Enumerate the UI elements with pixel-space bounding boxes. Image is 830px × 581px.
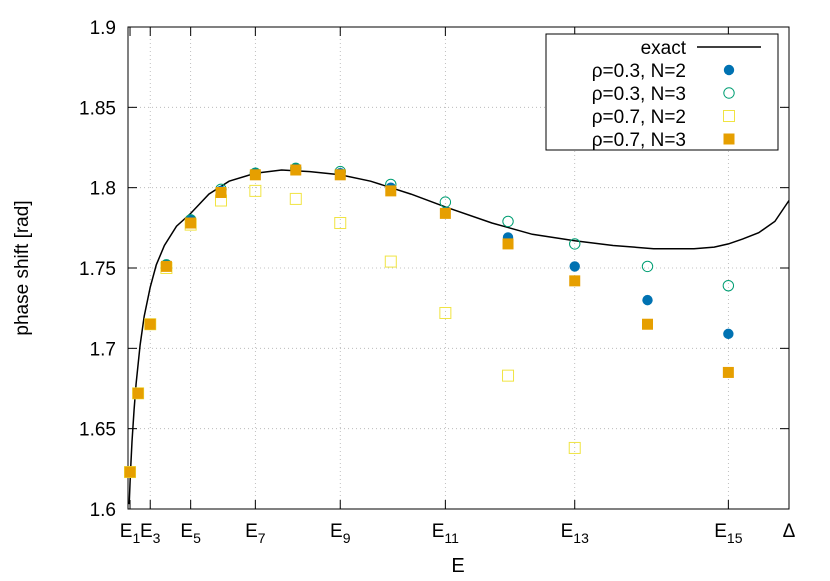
data-point [723,87,735,99]
legend-label: ρ=0.7, N=3 [592,130,686,151]
x-tick-label: E9 [330,521,351,546]
data-point [132,387,144,399]
series-layer [124,162,790,505]
x-tick-label: E7 [245,521,266,546]
y-tick-label: 1.7 [90,339,116,360]
x-tick-label: Δ [783,521,796,542]
data-point [124,466,136,478]
data-point [215,186,227,198]
data-point [723,64,735,76]
x-tick-label: E1 [120,521,141,546]
x-tick-label: E15 [714,521,742,546]
data-point [569,275,581,287]
x-tick-label: E5 [180,521,201,546]
series-4 [124,164,734,478]
data-point [723,110,735,122]
y-tick-label: 1.75 [79,259,116,280]
y-tick-label: 1.65 [79,420,116,441]
data-point [723,328,734,340]
legend-label: ρ=0.3, N=2 [592,61,686,82]
data-point [569,238,581,250]
data-point [502,369,515,382]
y-tick-label: 1.9 [90,18,116,39]
data-point [641,260,654,273]
data-point [144,318,156,330]
data-point [384,255,397,268]
data-point [385,185,397,197]
data-point [502,238,514,250]
data-point [334,169,346,181]
data-point [439,196,452,208]
x-tick-label: E13 [561,521,589,546]
data-point [642,294,653,306]
data-point [568,441,581,454]
y-axis: 1.6 1.65 1.7 1.75 1.8 1.85 1.9 [79,18,789,521]
legend-label: ρ=0.3, N=3 [592,84,686,105]
data-point [249,169,261,181]
data-point [334,217,347,230]
data-point [439,306,452,319]
legend-label: exact [641,38,687,59]
legend-box [545,33,779,151]
data-point [160,260,172,272]
data-point [722,366,734,378]
legend-label: ρ=0.7, N=2 [592,107,686,128]
data-point [502,215,514,228]
data-point [569,261,580,272]
y-tick-label: 1.85 [79,98,116,119]
series-line-exact [128,169,790,505]
data-point [722,279,735,292]
data-point [185,217,197,229]
data-point [289,192,302,205]
data-point [439,207,451,219]
y-axis-label: phase shift [rad] [12,200,33,335]
series-0 [128,169,790,505]
x-axis-label: E [451,555,464,577]
data-point [290,164,302,176]
x-tick-label: E11 [432,521,459,546]
data-point [642,318,654,330]
y-tick-label: 1.8 [90,179,116,200]
y-tick-label: 1.6 [90,500,116,521]
x-tick-label: E3 [140,521,161,546]
data-point [723,133,735,145]
data-point [249,184,262,197]
